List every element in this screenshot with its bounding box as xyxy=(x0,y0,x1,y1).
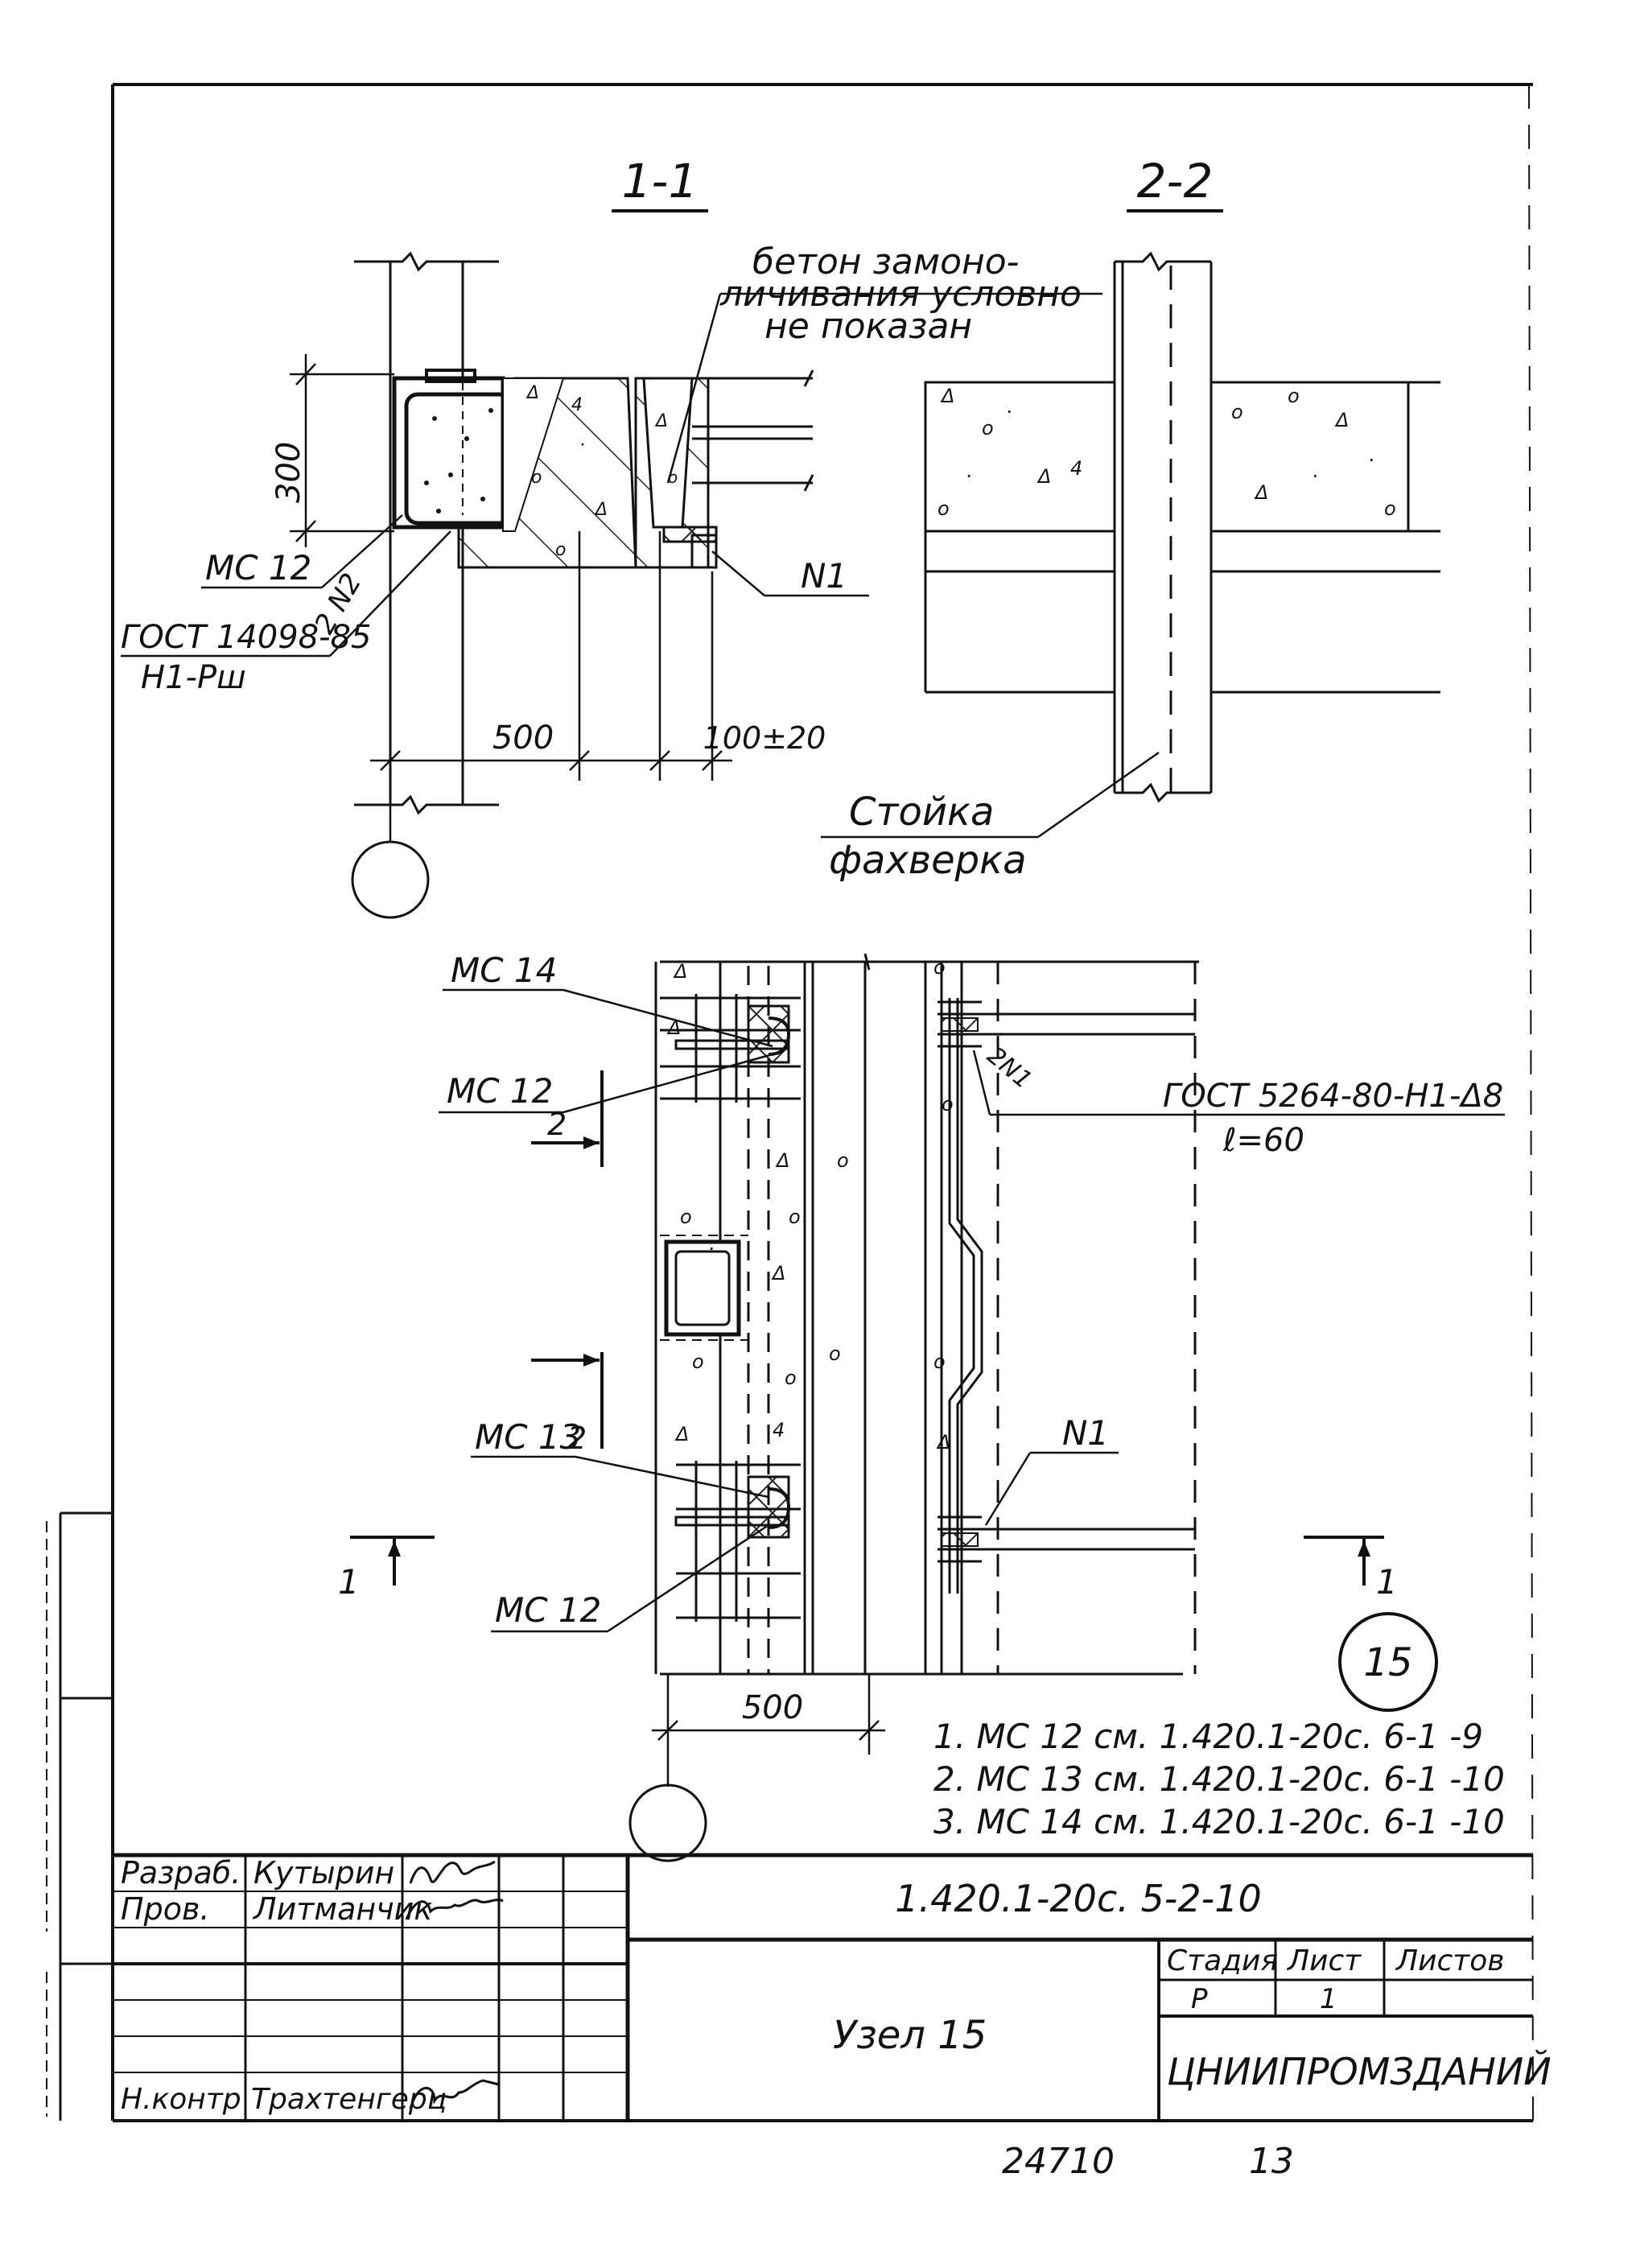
sheet-frame xyxy=(111,83,1534,2122)
svg-text:Δ: Δ xyxy=(936,1431,950,1454)
page-number: 13 xyxy=(1249,2141,1294,2182)
organization: ЦНИИПРОМЗДАНИЙ xyxy=(1167,2050,1552,2093)
svg-text:·: · xyxy=(708,1238,715,1260)
name-norm-control: Трахтенгерц xyxy=(251,2083,447,2116)
node-number: 15 xyxy=(1363,1640,1412,1685)
svg-text:Δ: Δ xyxy=(673,960,687,983)
svg-text:·: · xyxy=(579,435,585,456)
ref-note-1: 1. МС 12 см. 1.420.1-20с. 6-1 -9 xyxy=(933,1717,1483,1756)
name-developer: Кутырин xyxy=(253,1855,394,1891)
signature-developer xyxy=(409,1860,496,1884)
ref-note-3: 3. МС 14 см. 1.420.1-20с. 6-1 -10 xyxy=(933,1802,1505,1841)
name-checker: Литманчик xyxy=(252,1891,432,1927)
svg-text:·: · xyxy=(966,465,972,488)
sheets-header: Листов xyxy=(1395,1944,1504,1977)
label-mc12-a: МС 12 xyxy=(205,548,311,588)
svg-text:o: o xyxy=(982,417,994,439)
concrete-note-1: бетон замоно- xyxy=(752,241,1020,282)
svg-text:Δ: Δ xyxy=(775,1149,789,1172)
svg-text:o: o xyxy=(680,1206,692,1228)
label-mc12-b: МС 12 xyxy=(447,1071,553,1111)
svg-text:o: o xyxy=(1288,385,1300,407)
sheet-header: Лист xyxy=(1286,1944,1362,1977)
svg-text:Δ: Δ xyxy=(525,383,539,403)
label-n1-a: N1 xyxy=(801,556,847,596)
dim-500-b: 500 xyxy=(742,1689,803,1726)
gost-weld-a: ГОСТ 14098-85 xyxy=(121,619,371,656)
svg-text:o: o xyxy=(531,468,542,488)
svg-text:Δ: Δ xyxy=(666,1016,681,1039)
gost-plan-b: ℓ=60 xyxy=(1222,1122,1304,1159)
svg-text:Δ: Δ xyxy=(654,411,668,431)
signature-checker xyxy=(405,1899,504,1920)
label-mc13: МС 13 xyxy=(475,1417,581,1457)
svg-text:o: o xyxy=(933,1350,946,1373)
title-block-text: Разраб. Кутырин Пров. Литманчик Н.контр … xyxy=(121,1855,1552,2116)
node-number-circle xyxy=(1338,1612,1438,1712)
role-norm-control: Н.контр xyxy=(121,2083,241,2116)
svg-text:Δ: Δ xyxy=(771,1262,785,1285)
svg-text:4: 4 xyxy=(773,1419,785,1441)
label-2n1: 2N1 xyxy=(982,1041,1037,1095)
side-strip xyxy=(46,1511,113,2121)
inventory-number: 24710 xyxy=(1002,2141,1115,2182)
svg-text:o: o xyxy=(1384,497,1396,520)
svg-text:o: o xyxy=(555,540,566,560)
svg-text:Δ: Δ xyxy=(674,1423,689,1445)
stoika-note-2: фахверка xyxy=(829,838,1027,883)
svg-text:o: o xyxy=(692,1350,704,1373)
cut-1-left: 1 xyxy=(338,1562,360,1602)
role-developer: Разраб. xyxy=(121,1855,241,1891)
dim-500-a: 500 xyxy=(492,720,554,757)
svg-text:·: · xyxy=(1368,449,1374,472)
dim-300: 300 xyxy=(270,442,307,503)
document-code: 1.420.1-20с. 5-2-10 xyxy=(895,1877,1262,1920)
svg-text:o: o xyxy=(785,1367,797,1389)
title-block xyxy=(113,1853,1533,2121)
label-mc12-c: МС 12 xyxy=(495,1590,601,1630)
svg-text:·: · xyxy=(1006,401,1012,423)
svg-text:o: o xyxy=(933,956,946,979)
section-2-2-title: 2-2 xyxy=(1137,154,1214,208)
dim-100: 100±20 xyxy=(703,720,826,756)
stage-value: Р xyxy=(1191,1983,1208,2015)
section-1-1: 1-1 Δ o xyxy=(121,154,1102,919)
role-checker: Пров. xyxy=(121,1891,209,1927)
reference-notes: 1. МС 12 см. 1.420.1-20с. 6-1 -9 2. МС 1… xyxy=(933,1717,1505,1841)
cut-1-right: 1 xyxy=(1376,1562,1398,1602)
ref-circle-top xyxy=(351,840,430,919)
svg-text:4: 4 xyxy=(571,395,583,415)
concrete-note-3: не показан xyxy=(764,306,972,347)
section-1-1-title: 1-1 xyxy=(622,154,698,208)
sheet-title: Узел 15 xyxy=(833,2013,987,2058)
svg-text:Δ: Δ xyxy=(1036,465,1051,488)
signature-norm-control xyxy=(409,2079,500,2109)
gost-weld-b: Н1-Рш xyxy=(141,659,246,696)
svg-text:o: o xyxy=(789,1206,801,1228)
svg-text:Δ: Δ xyxy=(594,500,608,520)
label-mc14: МС 14 xyxy=(451,950,557,990)
svg-text:Δ: Δ xyxy=(1334,409,1349,431)
cut-2-bot: 2 xyxy=(567,1421,587,1456)
svg-text:o: o xyxy=(938,497,950,520)
svg-text:o: o xyxy=(837,1149,849,1172)
label-n1-b: N1 xyxy=(1062,1413,1109,1453)
ref-note-2: 2. МС 13 см. 1.420.1-20с. 6-1 -10 xyxy=(933,1759,1505,1799)
svg-text:4: 4 xyxy=(1070,457,1082,480)
svg-text:Δ: Δ xyxy=(940,385,954,407)
ref-circle-bottom xyxy=(628,1783,707,1862)
section-2-2: 2-2 ΔoΔ o4·· xyxy=(821,154,1440,883)
stage-header: Стадия xyxy=(1167,1944,1278,1977)
svg-text:·: · xyxy=(1312,465,1318,488)
svg-text:o: o xyxy=(1231,401,1243,423)
cut-2-top: 2 xyxy=(547,1107,567,1142)
sheet-value: 1 xyxy=(1320,1983,1337,2015)
stoika-note-1: Стойка xyxy=(849,790,994,835)
svg-text:o: o xyxy=(829,1342,841,1365)
svg-text:o: o xyxy=(942,1093,954,1115)
gost-plan-a: ГОСТ 5264-80-Н1-Δ8 xyxy=(1163,1078,1503,1115)
svg-text:Δ: Δ xyxy=(1254,481,1268,504)
